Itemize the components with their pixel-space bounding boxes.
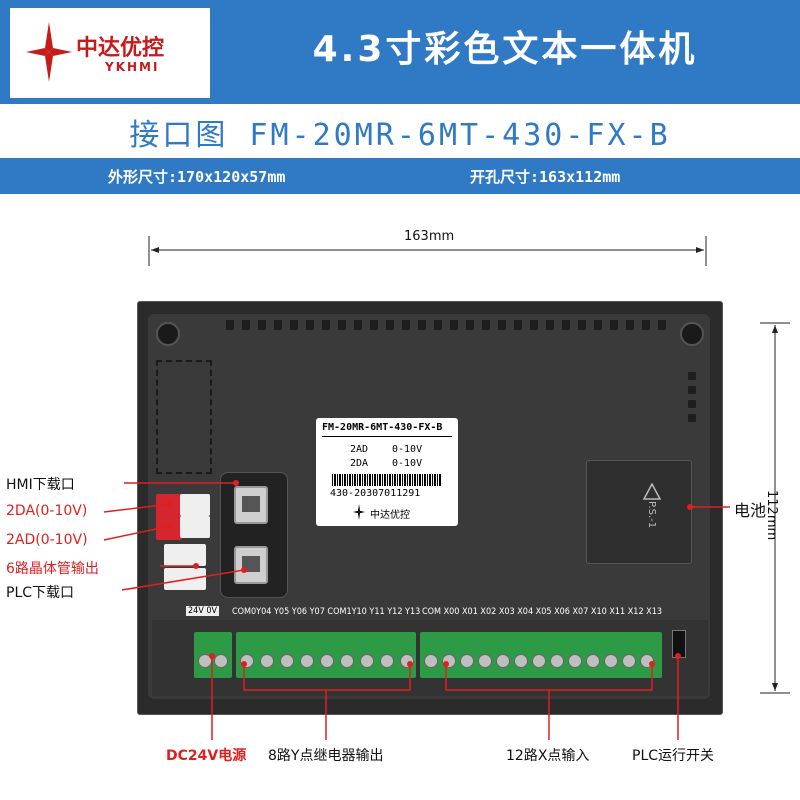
logo-text-cn: 中达优控 [76, 36, 165, 61]
label-model: FM-20MR-6MT-430-FX-B [322, 422, 443, 433]
logo-star-icon [26, 22, 72, 82]
mount-hole-top-right [680, 322, 704, 346]
label-row2-range: 0-10V [392, 458, 423, 469]
callout-power: DC24V电源 [166, 748, 247, 764]
hmi-usb-port[interactable] [234, 486, 268, 524]
power-terminal-block[interactable] [194, 632, 232, 678]
callout-da: 2DA(0-10V) [6, 503, 88, 519]
callout-run-switch: PLC运行开关 [632, 748, 715, 764]
label-row1-name: 2AD [350, 444, 369, 455]
mount-hole-top-left [156, 322, 180, 346]
cutout-dimensions: 开孔尺寸:163x112mm [470, 168, 621, 186]
outer-dimensions: 外形尺寸:170x120x57mm [108, 168, 286, 186]
x-terminal-labels: COM X00 X01 X02 X03 X04 X05 X06 X07 X10 … [422, 607, 663, 617]
warning-icon [643, 483, 661, 500]
ad-connector-white[interactable] [180, 516, 210, 538]
height-dimension: 112mm [764, 490, 779, 541]
width-dimension: 163mm [404, 229, 455, 244]
product-label: FM-20MR-6MT-430-FX-B 2AD 0-10V 2DA 0-10V… [316, 418, 458, 526]
product-title: 4.3寸彩色文本一体机 [312, 29, 698, 70]
da-connector-white[interactable] [180, 494, 210, 516]
ad-connector[interactable] [156, 516, 182, 540]
callout-relay-output: 8路Y点继电器输出 [268, 748, 384, 764]
y-terminal-labels: COM0Y04 Y05 Y06 Y07 COM1Y10 Y11 Y12 Y13 [232, 607, 421, 617]
callout-battery: 电池 [734, 501, 767, 520]
plc-usb-port[interactable] [234, 546, 268, 584]
barcode [332, 474, 442, 486]
power-terminal-label: 24V 0V [186, 606, 220, 616]
interface-diagram-title: 接口图 FM-20MR-6MT-430-FX-B [129, 118, 671, 153]
label-logo-icon [352, 504, 366, 520]
x-terminal-block[interactable] [420, 632, 662, 678]
callout-hmi-download: HMI下载口 [6, 477, 75, 493]
transistor-output-connector-2[interactable] [164, 568, 206, 590]
battery-cover[interactable]: P.S.-1 [586, 460, 692, 564]
label-row2-name: 2DA [350, 458, 369, 469]
callout-plc-download: PLC下载口 [6, 585, 75, 601]
spec-bar [0, 158, 800, 194]
logo-text-en: YKHMI [105, 60, 160, 74]
transistor-output-connector[interactable] [164, 544, 206, 566]
label-row1-range: 0-10V [392, 444, 423, 455]
label-serial: 430-20307011291 [330, 488, 421, 499]
battery-label: P.S.-1 [646, 501, 657, 529]
callout-transistor: 6路晶体管输出 [6, 561, 99, 577]
label-brand: 中达优控 [370, 510, 410, 521]
top-vents [226, 320, 696, 332]
callout-ad: 2AD(0-10V) [6, 532, 88, 548]
expansion-slot [156, 360, 212, 474]
y-terminal-block[interactable] [236, 632, 416, 678]
da-connector[interactable] [156, 494, 182, 518]
callout-x-input: 12路X点输入 [506, 748, 590, 764]
plc-run-switch[interactable] [672, 630, 686, 658]
side-vents [688, 372, 698, 432]
